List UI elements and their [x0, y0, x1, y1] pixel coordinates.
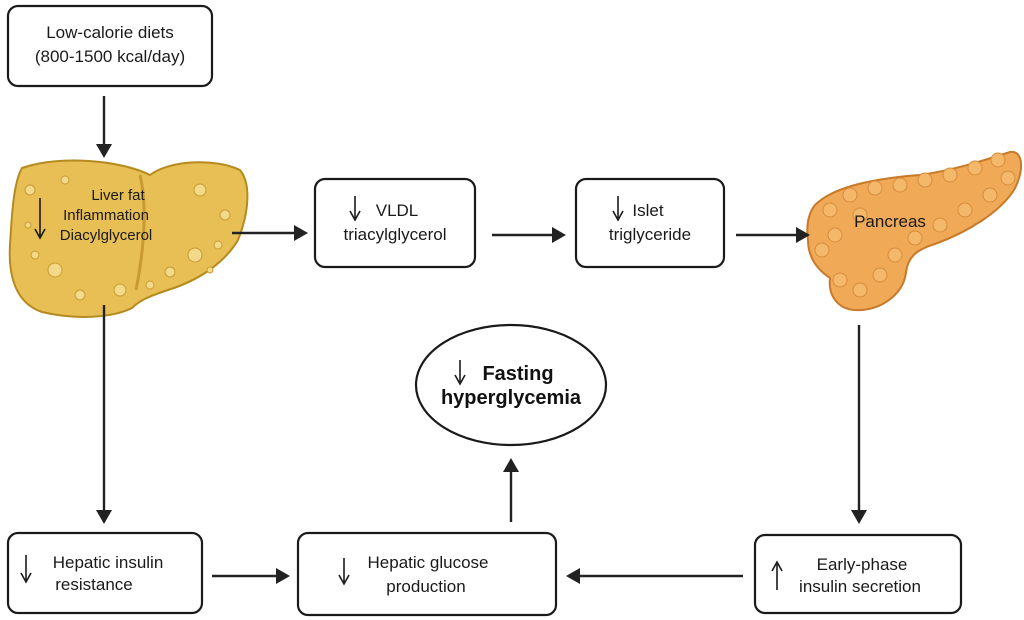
liver-down-arrow-icon — [34, 198, 46, 240]
diet-line1: Low-calorie diets — [46, 23, 174, 42]
pancreas-illustration-icon — [806, 150, 1022, 312]
early-phase-up-arrow-icon — [771, 560, 783, 590]
hepatic-gp-line2: production — [386, 577, 465, 596]
arrow-vldl-to-islet — [492, 227, 566, 243]
arrow-hepatic-ir-to-hepatic-gp — [212, 568, 290, 584]
liver-line2: Inflammation — [63, 207, 149, 224]
early-phase-box: Early-phase insulin secretion — [753, 533, 963, 615]
early-phase-line1: Early-phase — [817, 555, 908, 574]
arrow-hepatic-gp-to-fasting — [503, 458, 519, 522]
liver-line1: Liver fat — [91, 187, 145, 204]
vldl-line1: VLDL — [376, 201, 419, 220]
islet-line2: triglyceride — [609, 225, 691, 244]
islet-line1: Islet — [632, 201, 663, 220]
fasting-down-arrow-icon — [454, 360, 466, 386]
vldl-line2: triacylglycerol — [344, 225, 447, 244]
liver-illustration-icon — [8, 159, 249, 318]
pancreas-label: Pancreas — [854, 212, 926, 231]
islet-box: Islet triglyceride — [574, 177, 726, 269]
islet-down-arrow-icon — [612, 196, 624, 222]
arrow-pancreas-to-early-phase — [851, 325, 867, 524]
hepatic-gp-line1: Hepatic glucose — [368, 553, 489, 572]
hepatic-gp-box: Hepatic glucose production — [296, 531, 558, 617]
arrow-liver-to-vldl — [232, 225, 308, 241]
arrow-diet-to-liver — [96, 96, 112, 158]
early-phase-line2: insulin secretion — [799, 577, 921, 596]
arrow-islet-to-pancreas — [736, 227, 810, 243]
hepatic-ir-line1: Hepatic insulin — [53, 553, 164, 572]
vldl-down-arrow-icon — [349, 196, 361, 222]
fasting-line2: hyperglycemia — [441, 387, 582, 409]
liver-line3: Diacylglycerol — [60, 227, 153, 244]
hepatic-ir-down-arrow-icon — [20, 555, 32, 584]
diet-line2: (800-1500 kcal/day) — [35, 47, 185, 66]
hepatic-gp-down-arrow-icon — [338, 558, 350, 586]
vldl-box: VLDL triacylglycerol — [313, 177, 477, 269]
hepatic-ir-line2: resistance — [55, 575, 132, 594]
arrow-early-phase-to-hepatic-gp — [566, 568, 743, 584]
fasting-ellipse: Fasting hyperglycemia — [414, 323, 608, 447]
hepatic-ir-box: Hepatic insulin resistance — [6, 531, 204, 615]
fasting-line1: Fasting — [482, 363, 553, 385]
arrow-liver-to-hepatic-ir — [96, 305, 112, 524]
diet-box: Low-calorie diets (800-1500 kcal/day) — [6, 4, 214, 88]
